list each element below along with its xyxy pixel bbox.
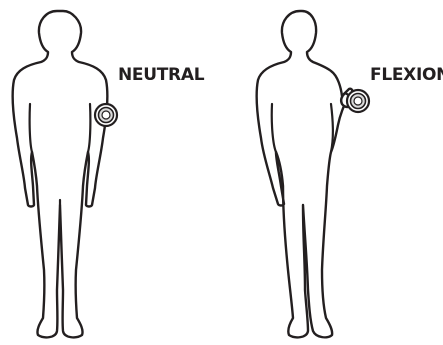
neutral-body-outline-icon (13, 11, 108, 337)
flexion-label: FLEXION (370, 65, 443, 85)
flexion-figure (257, 11, 353, 337)
neutral-label: NEUTRAL (118, 65, 205, 85)
flexion-body-outline-icon (257, 11, 353, 337)
neutral-figure (13, 11, 108, 337)
neutral-wrist-sensor-icon (95, 104, 117, 126)
flexion-wrist-sensor-icon (341, 90, 369, 112)
